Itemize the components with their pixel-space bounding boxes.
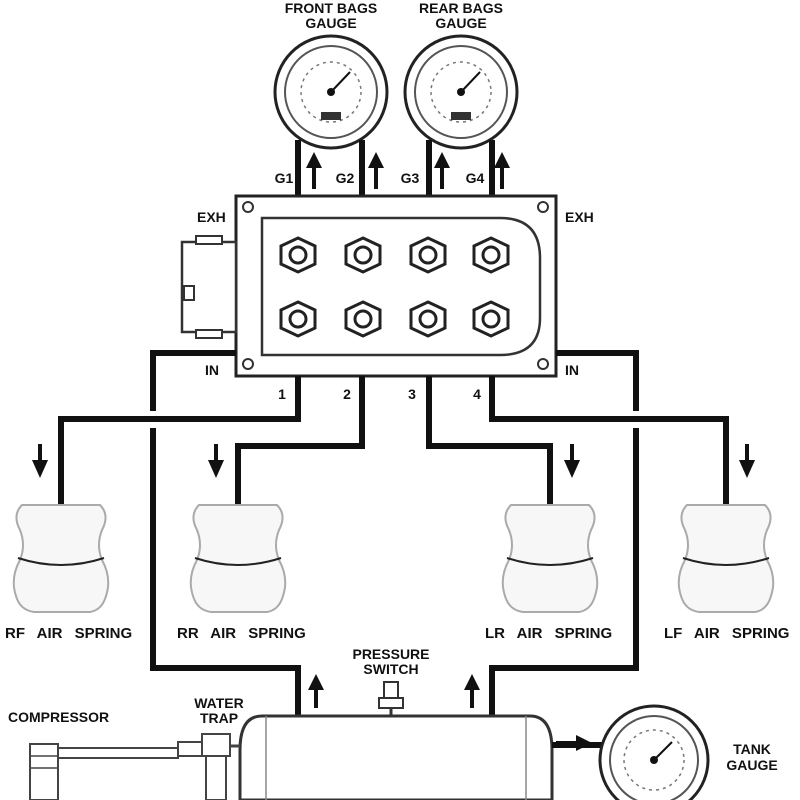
front-bags-gauge-icon bbox=[273, 34, 389, 150]
valve-fitting-icon bbox=[279, 236, 317, 274]
front-gauge-title-line1: FRONT BAGS bbox=[285, 0, 378, 16]
air-spring-icon bbox=[12, 504, 110, 613]
port-label-g4: G4 bbox=[466, 170, 485, 186]
in-label-right: IN bbox=[565, 362, 579, 378]
tank-gauge-title-line2: GAUGE bbox=[726, 757, 777, 773]
output-label-2: 2 bbox=[343, 386, 351, 402]
arrow-right-icon bbox=[556, 735, 592, 751]
compressor-icon bbox=[29, 743, 179, 800]
valve-fitting-icon bbox=[279, 300, 317, 338]
water-trap-title-line2: TRAP bbox=[200, 710, 238, 726]
supply-line-left bbox=[150, 350, 236, 411]
arrow-down-icon bbox=[208, 444, 224, 478]
arrow-down-icon bbox=[564, 444, 580, 478]
valve-manifold bbox=[180, 194, 558, 378]
in-label-left: IN bbox=[205, 362, 219, 378]
arrow-down-icon bbox=[739, 444, 755, 478]
spring-label-lr: LR AIR SPRING bbox=[485, 625, 612, 642]
water-trap-title-line1: WATER bbox=[194, 695, 244, 711]
arrow-up-icon bbox=[368, 152, 384, 189]
tank-gauge-icon bbox=[598, 704, 710, 800]
line-output-1-rf bbox=[58, 376, 301, 505]
line-output-2-rr bbox=[235, 376, 365, 505]
output-label-3: 3 bbox=[408, 386, 416, 402]
rear-gauge-title-line1: REAR BAGS bbox=[419, 0, 503, 16]
valve-fitting-icon bbox=[409, 236, 447, 274]
supply-line-right bbox=[556, 350, 639, 411]
pressure-switch-icon bbox=[378, 681, 404, 718]
air-spring-icon bbox=[189, 504, 287, 613]
output-label-1: 1 bbox=[278, 386, 286, 402]
valve-fitting-icon bbox=[409, 300, 447, 338]
arrow-up-icon bbox=[308, 674, 324, 708]
rear-gauge-title-line2: GAUGE bbox=[435, 15, 486, 31]
arrow-up-icon bbox=[434, 152, 450, 189]
valve-fitting-icon bbox=[472, 300, 510, 338]
valve-fitting-icon bbox=[344, 236, 382, 274]
rear-bags-gauge-icon bbox=[403, 34, 519, 150]
arrow-up-icon bbox=[306, 152, 322, 189]
arrow-up-icon bbox=[464, 674, 480, 708]
output-label-4: 4 bbox=[473, 386, 481, 402]
supply-line-right-lower bbox=[489, 428, 639, 716]
front-gauge-title-line2: GAUGE bbox=[305, 15, 356, 31]
exh-label-right: EXH bbox=[565, 209, 594, 225]
port-label-g2: G2 bbox=[336, 170, 355, 186]
spring-label-rf: RF AIR SPRING bbox=[5, 625, 132, 642]
port-label-g3: G3 bbox=[401, 170, 420, 186]
line-output-4-lf bbox=[489, 376, 729, 505]
arrow-down-icon bbox=[32, 444, 48, 478]
pressure-switch-title-line2: SWITCH bbox=[363, 661, 418, 677]
air-spring-icon bbox=[677, 504, 775, 613]
port-label-g1: G1 bbox=[275, 170, 294, 186]
spring-label-lf: LF AIR SPRING bbox=[664, 625, 789, 642]
valve-fitting-icon bbox=[344, 300, 382, 338]
tank-gauge-title-line1: TANK bbox=[733, 741, 771, 757]
pressure-switch-title-line1: PRESSURE bbox=[352, 646, 429, 662]
exh-label-left: EXH bbox=[197, 209, 226, 225]
valve-fitting-icon bbox=[472, 236, 510, 274]
compressor-label: COMPRESSOR bbox=[8, 709, 109, 725]
air-tank bbox=[238, 714, 554, 800]
arrow-up-icon bbox=[494, 152, 510, 189]
spring-label-rr: RR AIR SPRING bbox=[177, 625, 306, 642]
air-spring-icon bbox=[501, 504, 599, 613]
line-output-3-lr bbox=[426, 376, 553, 505]
supply-line-left-lower bbox=[150, 428, 301, 716]
water-trap-icon bbox=[177, 733, 240, 800]
